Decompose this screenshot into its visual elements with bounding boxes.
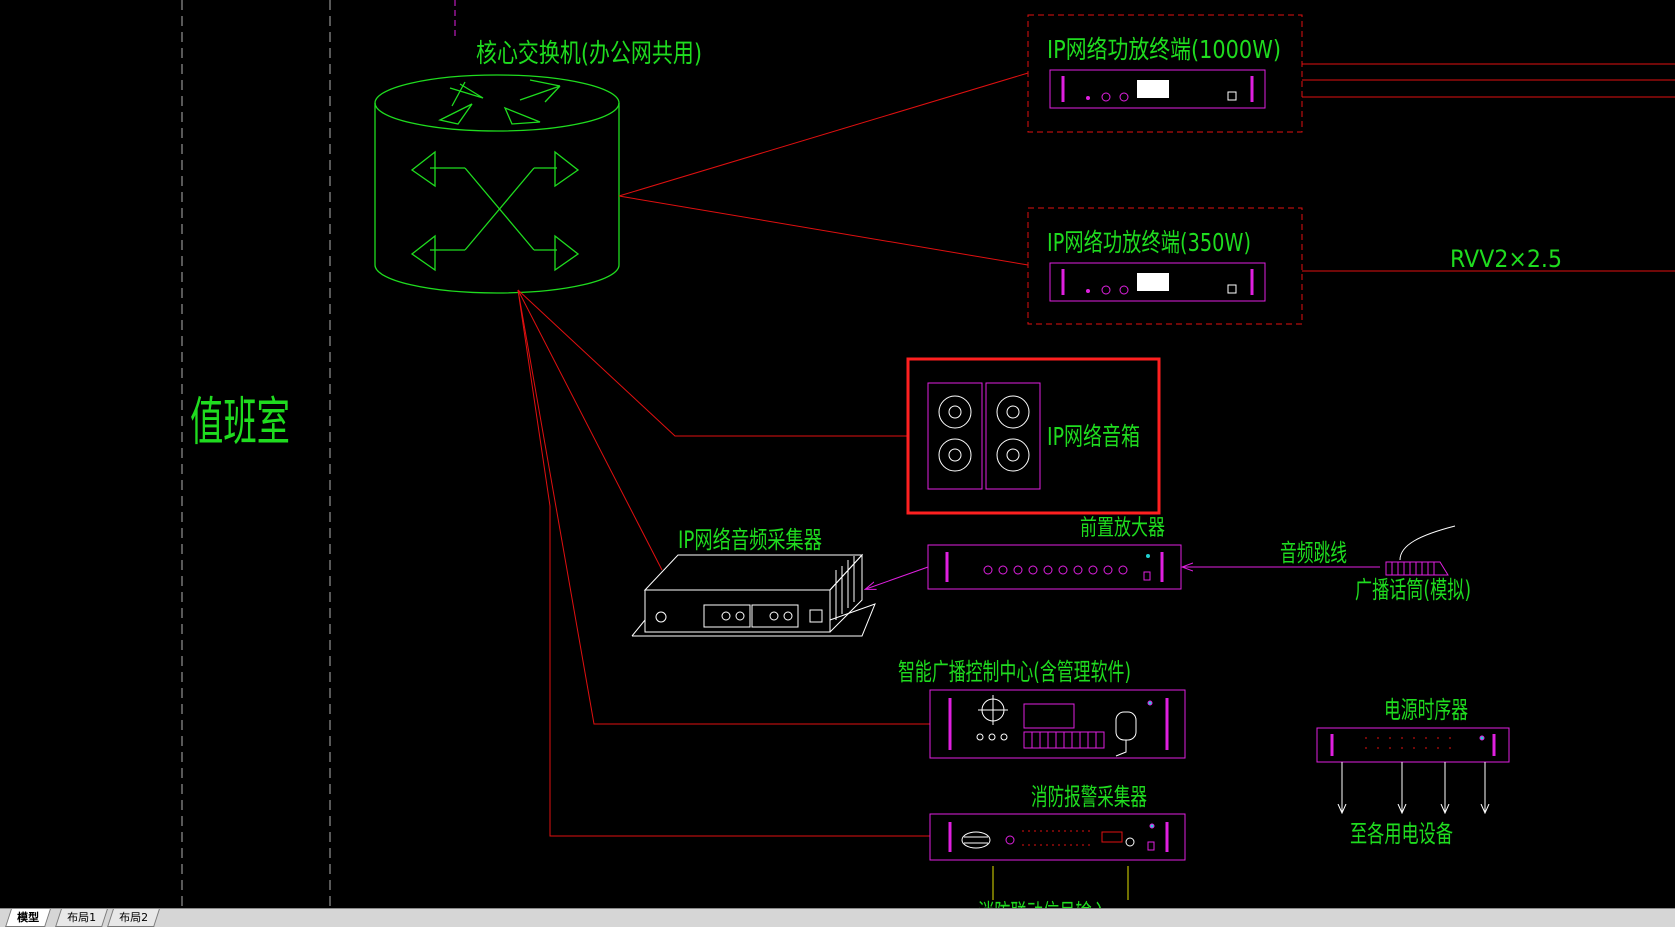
cad-drawing-canvas[interactable]: 值班室 核心交换机(办公网共用) bbox=[0, 0, 1675, 908]
ip-speaker-label: IP网络音箱 bbox=[1047, 422, 1140, 451]
power-output-arrows bbox=[1342, 762, 1485, 812]
power-sequencer-label: 电源时序器 bbox=[1384, 696, 1468, 724]
preamp-knob bbox=[1028, 565, 1038, 575]
selection-highlight bbox=[906, 357, 1161, 515]
broadcast-mic-icon[interactable] bbox=[1385, 525, 1456, 576]
preamp-knob bbox=[1043, 565, 1053, 575]
amp-350w-device[interactable] bbox=[1027, 207, 1303, 325]
core-switch-label: 核心交换机(办公网共用) bbox=[476, 39, 702, 69]
preamp-device[interactable] bbox=[927, 544, 1182, 590]
tab-model-label: 模型 bbox=[17, 911, 40, 924]
preamp-knob bbox=[983, 565, 993, 575]
amp-1000w-device[interactable] bbox=[1027, 14, 1303, 133]
amp-350w-label: IP网络功放终端(350W) bbox=[1047, 228, 1251, 257]
fire-collector-label: 消防报警采集器 bbox=[1031, 783, 1147, 811]
tab-layout-1[interactable]: 布局1 bbox=[55, 909, 108, 927]
tab-layout-2[interactable]: 布局2 bbox=[107, 909, 160, 927]
preamp-knob bbox=[1073, 565, 1083, 575]
amp-1000w-label: IP网络功放终端(1000W) bbox=[1047, 35, 1281, 64]
preamp-knob bbox=[1118, 565, 1128, 575]
preamp-knob bbox=[1058, 565, 1068, 575]
to-devices-label: 至各用电设备 bbox=[1350, 820, 1453, 848]
core-switch-icon[interactable] bbox=[374, 74, 620, 294]
tab-layout-1-label: 布局1 bbox=[67, 911, 97, 924]
room-label: 值班室 bbox=[190, 393, 290, 453]
preamp-knob bbox=[1103, 565, 1113, 575]
preamp-label: 前置放大器 bbox=[1080, 516, 1165, 541]
broadcast-mic-label: 广播话筒(模拟) bbox=[1355, 576, 1471, 604]
fire-collector-device[interactable] bbox=[929, 813, 1186, 861]
audio-collector-device[interactable] bbox=[631, 553, 876, 637]
audio-collector-label: IP网络音频采集器 bbox=[678, 526, 822, 554]
tab-model[interactable]: 模型 bbox=[5, 909, 51, 927]
audio-jumper-label: 音频跳线 bbox=[1280, 539, 1347, 567]
fire-input-lines bbox=[992, 866, 1129, 900]
preamp-knob bbox=[1013, 565, 1023, 575]
fire-linkage-label: 消防联动信号输入 bbox=[978, 899, 1108, 908]
layout-tab-bar: 模型 布局1 布局2 bbox=[0, 908, 1675, 927]
power-sequencer-device[interactable] bbox=[1316, 727, 1510, 763]
preamp-to-collector-wire bbox=[866, 566, 929, 589]
control-center-device[interactable] bbox=[929, 689, 1186, 759]
network-wires bbox=[517, 63, 1675, 837]
preamp-knob bbox=[1088, 565, 1098, 575]
preamp-knob bbox=[998, 565, 1008, 575]
ip-speaker-device[interactable] bbox=[927, 382, 1041, 490]
room-boundary bbox=[181, 0, 456, 908]
cable-spec-label: RVV2×2.5 bbox=[1450, 245, 1562, 273]
control-center-label: 智能广播控制中心(含管理软件) bbox=[898, 658, 1131, 686]
tab-layout-2-label: 布局2 bbox=[119, 911, 149, 924]
